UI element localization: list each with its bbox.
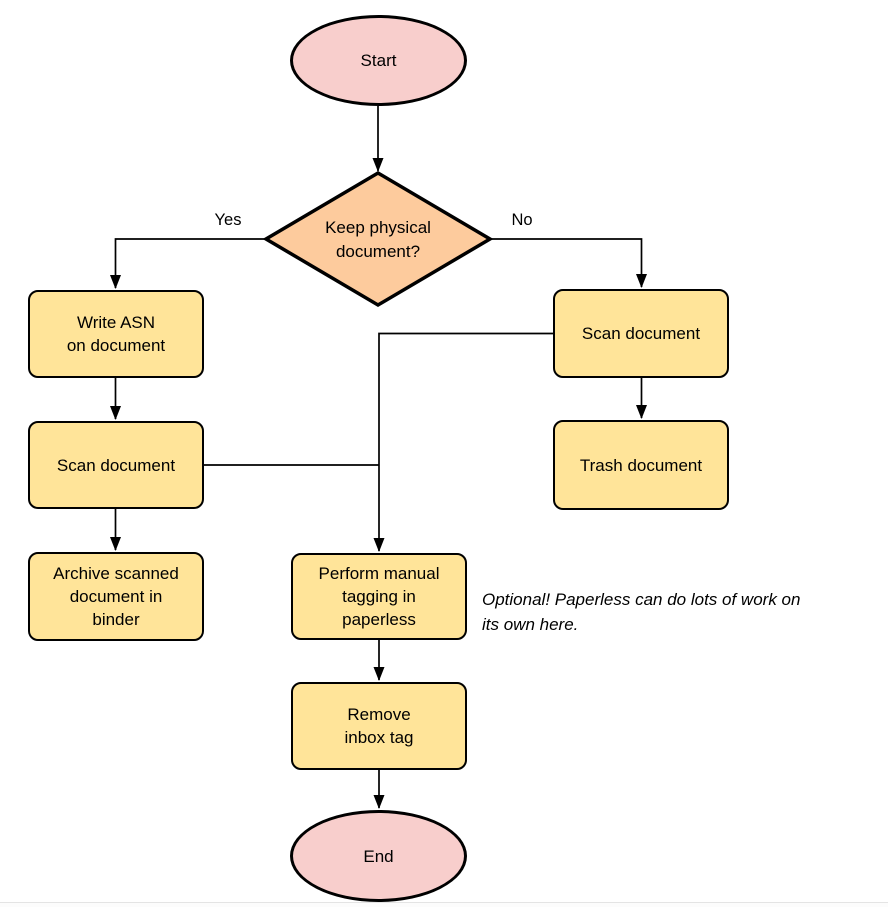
node-label-line: Remove bbox=[347, 705, 411, 724]
node-label-line: Archive scanned bbox=[53, 564, 179, 583]
node-write-asn: Write ASN on document bbox=[28, 290, 204, 378]
node-label-line: Perform manual bbox=[318, 564, 440, 583]
node-label-line: Keep physical bbox=[325, 218, 431, 237]
node-tagging: Perform manual tagging in paperless bbox=[291, 553, 467, 640]
bottom-strip bbox=[0, 903, 888, 907]
edge-scan-right-to-tagging bbox=[373, 332, 553, 552]
node-decision-label: Keep physical document? bbox=[278, 216, 478, 264]
node-label-line: inbox tag bbox=[344, 728, 414, 747]
node-label-line: Write ASN bbox=[76, 313, 156, 332]
node-label-line: Start bbox=[360, 51, 397, 70]
node-label-line: paperless bbox=[342, 610, 416, 629]
edge-label-no: No bbox=[511, 211, 533, 229]
node-archive: Archive scanned document in binder bbox=[28, 552, 204, 641]
node-label-line: tagging in bbox=[342, 587, 416, 606]
node-label-line: document in bbox=[69, 587, 163, 606]
edge-decision-to-scan-right bbox=[490, 238, 647, 288]
edge-decision-to-write-asn bbox=[110, 238, 266, 289]
node-remove-inbox: Remove inbox tag bbox=[291, 682, 467, 770]
decision-diamond-shape bbox=[262, 170, 494, 308]
annotation-line: Optional! Paperless can do lots of work … bbox=[482, 590, 801, 609]
bottom-divider bbox=[0, 902, 888, 903]
node-label-line: Scan document bbox=[56, 455, 176, 475]
annotation-text: Optional! Paperless can do lots of work … bbox=[482, 588, 800, 637]
node-label-line: End bbox=[363, 846, 394, 866]
node-label-line: document? bbox=[335, 242, 421, 261]
node-label-line: Scan document bbox=[581, 324, 701, 343]
node-trash: Trash document bbox=[553, 420, 729, 510]
edge-label-yes: Yes bbox=[214, 211, 242, 229]
node-label-line: on document bbox=[66, 336, 166, 355]
node-scan-right: Scan document bbox=[553, 289, 729, 378]
node-label-line: Trash document bbox=[579, 455, 703, 475]
node-end: End bbox=[290, 810, 467, 902]
node-start: Start bbox=[290, 15, 467, 106]
node-label-line: binder bbox=[92, 610, 140, 629]
node-scan-left: Scan document bbox=[28, 421, 204, 509]
annotation-line: its own here. bbox=[482, 614, 579, 634]
